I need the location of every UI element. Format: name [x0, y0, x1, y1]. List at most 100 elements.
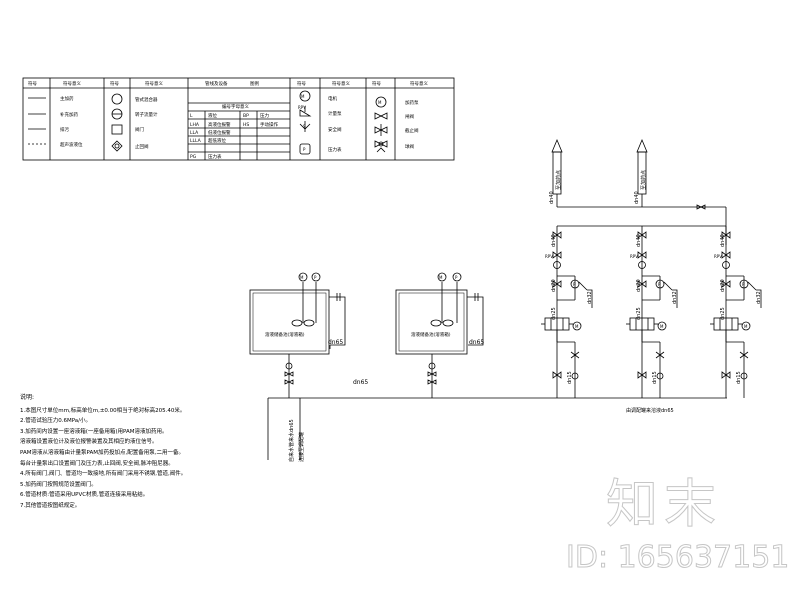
watermark-brand: 知末 [605, 475, 723, 536]
valve-1: 加药泵 [405, 99, 419, 106]
equip-3: 安全阀 [328, 126, 342, 133]
outlet-arrow-2 [636, 138, 648, 153]
tank1-tag-p: P [314, 275, 317, 280]
legend-symbol-1: 管式混合器 [135, 96, 158, 103]
legend-header-10: 符号意义 [410, 80, 428, 87]
train2-dn25: dn25 [636, 307, 642, 320]
tank1-tag-m: M [300, 275, 304, 280]
train1-gauge-icon [553, 261, 561, 269]
legend-line-4: 超声波液位 [60, 141, 83, 148]
legend-symbol-2: 转子流量计 [135, 111, 158, 118]
code-row-3-b: 低液位报警 [208, 129, 231, 136]
train1-dn15: dn15 [567, 371, 573, 384]
code-row-5-b: 压力表 [208, 153, 222, 160]
train3-tag-p: P [742, 282, 745, 287]
code-row-4-a: LLLA [190, 138, 202, 144]
gate-valve-icon [374, 112, 388, 120]
train3-gate-valve-icon [721, 231, 731, 239]
mixer-icon [111, 93, 123, 105]
note-item: 4.所有阀门,阀门、管道均一致接地,所有阀门采用不锈钢,管道,阀件。 [20, 471, 187, 478]
vertical-pipe-label-2: 连接至调配罐 [298, 432, 305, 462]
legend-header-4: 符号意义 [145, 80, 163, 87]
code-row-5-a: PG [190, 154, 197, 160]
legend-line-1: 主加药 [60, 95, 74, 102]
outlet-1-size: dn40 [549, 191, 555, 204]
vertical-pipe-label: 自来水管来水dn65 [288, 419, 295, 462]
legend-header-9: 符号 [372, 80, 381, 87]
legend-line-2: 补充加药 [60, 111, 78, 118]
valve-3: 截止阀 [405, 127, 419, 134]
code-row-1-c: BP [243, 113, 249, 119]
watermark-id: ID: 165637151 [565, 540, 790, 576]
note-item: 2.管道试验压力0.6MPa/小。 [20, 418, 92, 425]
legend-symbol-4: 止回阀 [135, 143, 149, 150]
main-pipe-size: dn65 [353, 379, 368, 386]
code-table-title: 编号字母意义 [222, 103, 249, 110]
legend-symbol-3: 阀门 [135, 126, 144, 133]
design-notes: 说明: 1.本图尺寸单位mm,标高单位m,±0.00相当于绝对标高205.40米… [20, 393, 280, 512]
code-row-3-a: LLA [190, 130, 199, 136]
valve-4: 球阀 [405, 143, 414, 150]
legend-header-3: 符号 [110, 80, 119, 87]
equip-1: 电机 [328, 95, 337, 102]
legend-tag-m: M [301, 94, 305, 99]
code-row-1-a: L [190, 113, 193, 119]
note-item: PAM溶液从溶液箱由计量泵PAM加药投加点,配置备用泵,二用一备。 [20, 449, 184, 456]
tank1-label: 溶液储备池(溶液箱) [265, 331, 305, 338]
train1-tag-rpv: RPV [545, 254, 553, 259]
tank2-gauge-icon [452, 272, 462, 282]
equip-2: 计量泵 [328, 110, 342, 117]
tank2-label: 溶液储备池(溶液箱) [411, 331, 451, 338]
gauge-legend-icon [299, 143, 311, 155]
legend-table-frame [22, 77, 455, 161]
train1-pressure-icon [570, 279, 580, 289]
legend-header-1: 符号 [28, 80, 37, 87]
code-row-1-d: 压力 [260, 112, 269, 119]
legend-header-5: 管线及设备 [205, 80, 228, 87]
train2-pressure-icon [655, 279, 665, 289]
legend-tag-rpv: RPV [298, 105, 306, 110]
motor-legend-icon [299, 90, 311, 102]
tank2-tag-m: M [439, 275, 443, 280]
legend-header-7: 符号 [297, 80, 306, 87]
code-row-2-c: HS [243, 122, 249, 128]
train3-tag-rpv: RPV [714, 254, 722, 259]
code-row-2-d: 手动操作 [260, 121, 278, 128]
train1-gate-valve-icon [552, 231, 562, 239]
outlet-2-label: 至加药点 [640, 170, 647, 190]
train3-dn40: dn40 [720, 234, 726, 247]
note-item: 7.其他管道按图纸规定。 [20, 502, 81, 509]
outlet-1-label: 至加药点 [555, 170, 562, 190]
valve-box-icon [111, 124, 123, 135]
legend-line-3: 排污 [60, 126, 69, 133]
train2-motor-icon [657, 321, 667, 331]
tank-1 [249, 289, 330, 355]
train3-dn25: dn25 [720, 307, 726, 320]
tank1-gauge-icon [311, 272, 321, 282]
train1-tag-m: M [575, 324, 579, 329]
legend-header-8: 符号意义 [332, 80, 350, 87]
code-row-2-b: 高液位报警 [208, 121, 231, 128]
right-pipe-label: 由调配罐来溶液dn65 [626, 407, 674, 414]
code-row-1-b: 液位 [208, 112, 217, 119]
legend-tag-m2: M [378, 100, 382, 105]
legend-tag-s: S [303, 124, 306, 129]
note-item: 6.管道材质:管道采用UPVC材质,管道连接采用粘结。 [20, 492, 149, 499]
legend-tag-p: P [303, 147, 306, 152]
train1-tag-p: P [573, 282, 576, 287]
tank2-tag-p: P [455, 275, 458, 280]
train3-gauge-icon [722, 261, 730, 269]
globe-valve-icon [374, 124, 388, 136]
note-item: 3.加药间内设置一座溶液箱(一座备用箱)用PAM溶液加药用。 [20, 428, 168, 435]
train3-dn15: dn15 [736, 371, 742, 384]
legend-header-6: 图例 [250, 80, 259, 87]
code-row-4-b: 超低液位 [208, 137, 226, 144]
tank1-pipe-size: dn65 [328, 339, 343, 346]
legend-header-2: 符号意义 [63, 80, 81, 87]
train3-motor-icon [741, 321, 751, 331]
tank2-mixer-motor-icon [437, 272, 447, 282]
train2-gauge-icon [638, 261, 646, 269]
note-item: 每台计量泵出口设置阀门及压力表,止回阀,安全阀,脉冲阻尼器。 [20, 460, 174, 467]
train3-pressure-icon [739, 279, 749, 289]
